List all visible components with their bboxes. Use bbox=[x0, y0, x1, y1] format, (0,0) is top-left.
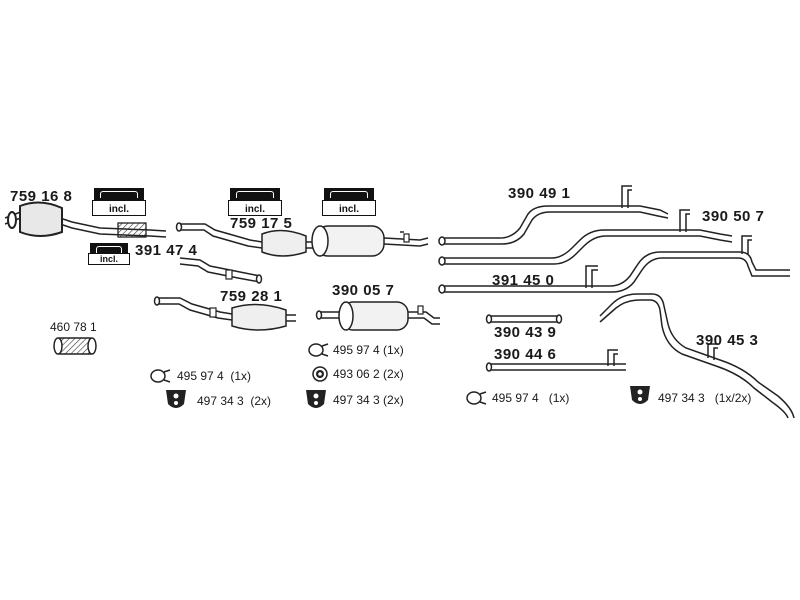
kit-box-incl: incl. bbox=[88, 243, 130, 265]
kit-label: incl. bbox=[338, 204, 359, 215]
kit-label: incl. bbox=[244, 204, 265, 215]
accessory-label: 497 34 3 (2x) bbox=[333, 393, 404, 407]
part-number-759281: 759 28 1 bbox=[220, 288, 283, 305]
part-391450-drawing bbox=[438, 235, 790, 294]
kit-box-incl: incl. bbox=[92, 188, 146, 216]
accessory-label: 495 97 4 (1x) bbox=[333, 343, 404, 357]
kit-box-incl: incl. bbox=[322, 188, 376, 216]
part-number-391450: 391 45 0 bbox=[492, 272, 555, 289]
part-number-390439: 390 43 9 bbox=[494, 324, 557, 341]
part-390446-drawing bbox=[485, 349, 626, 372]
part-number-390057: 390 05 7 bbox=[332, 282, 395, 299]
kit-label: incl. bbox=[108, 204, 129, 215]
part-number-759168: 759 16 8 bbox=[10, 188, 73, 205]
accessory-label: 495 97 4 (1x) bbox=[492, 391, 570, 405]
part-759168-drawing bbox=[3, 201, 167, 238]
part-number-390491: 390 49 1 bbox=[508, 185, 571, 202]
part-390507-drawing bbox=[438, 209, 733, 266]
accessory-label: 495 97 4 (1x) bbox=[177, 369, 252, 383]
rubber-mount-icon bbox=[630, 386, 650, 404]
part-number-391474: 391 47 4 bbox=[135, 242, 198, 259]
kit-label: incl. bbox=[99, 254, 118, 264]
part-number-390446: 390 44 6 bbox=[494, 346, 557, 363]
part-390453-drawing bbox=[599, 293, 795, 419]
part-number-460781: 460 78 1 bbox=[50, 320, 97, 334]
accessory-label: 497 34 3 (1x/2x) bbox=[658, 391, 752, 405]
part-390491-drawing bbox=[438, 185, 669, 246]
accessory-label: 497 34 3 (2x) bbox=[197, 394, 272, 408]
gasket-icon bbox=[312, 366, 328, 382]
ring-clamp-icon bbox=[150, 369, 171, 383]
accessory-label: 493 06 2 (2x) bbox=[333, 367, 404, 381]
ring-clamp-icon bbox=[308, 343, 329, 357]
part-number-759175: 759 17 5 bbox=[230, 215, 293, 232]
part-390439-drawing bbox=[485, 314, 563, 324]
part-759175-drawing bbox=[175, 222, 429, 257]
rubber-mount-icon bbox=[166, 390, 186, 408]
ring-clamp-icon bbox=[466, 391, 487, 405]
part-number-390507: 390 50 7 bbox=[702, 208, 765, 225]
part-391474-drawing bbox=[179, 257, 263, 284]
kit-box-incl: incl. bbox=[228, 188, 282, 216]
part-759281-drawing bbox=[153, 296, 296, 331]
rubber-mount-icon bbox=[306, 390, 326, 408]
part-number-390453: 390 45 3 bbox=[696, 332, 759, 349]
part-460781-drawing bbox=[53, 337, 97, 355]
part-390057-drawing bbox=[315, 301, 440, 331]
